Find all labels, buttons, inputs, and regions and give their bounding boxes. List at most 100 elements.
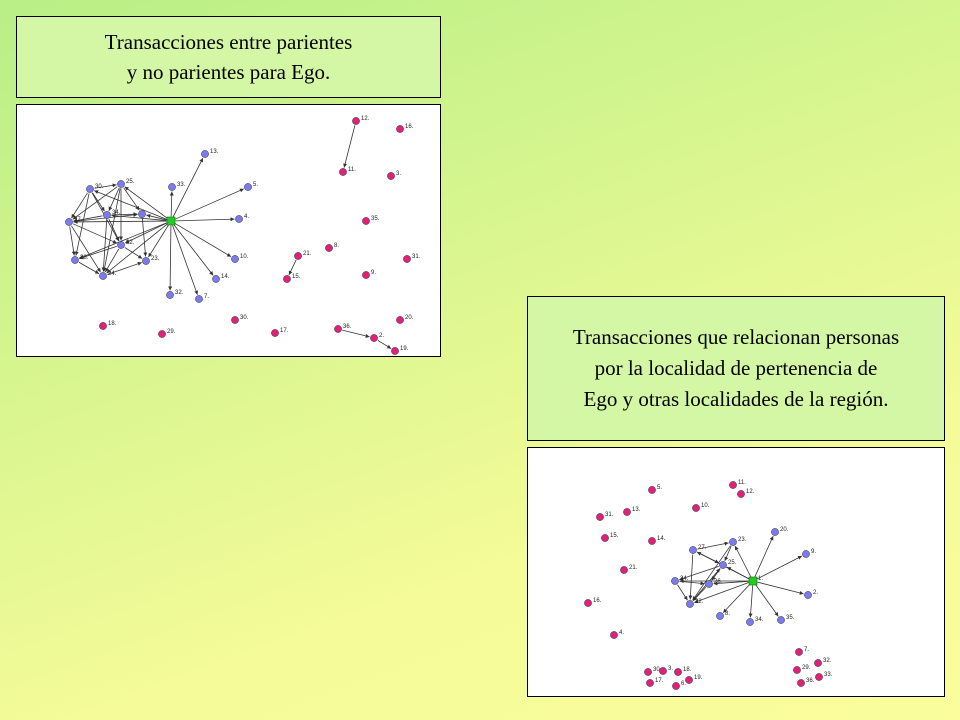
graph-node xyxy=(166,291,174,299)
graph-node xyxy=(746,618,754,626)
kin-network-graph: 13.5.4.10.14.7.32.33.30.25.34.27.22.28.2… xyxy=(65,116,421,355)
graph-node xyxy=(168,183,176,191)
graph-edge xyxy=(168,225,173,291)
graph-edge xyxy=(104,248,120,273)
graph-node xyxy=(325,244,333,252)
graph-node xyxy=(195,295,203,303)
caption-kin-line2: y no parientes para Ego. xyxy=(126,60,331,84)
graph-node xyxy=(802,550,810,558)
graph-edge xyxy=(102,188,121,272)
node-label: 23. xyxy=(151,256,160,262)
caption-locality-line1: Transacciones que relacionan personas xyxy=(572,325,900,349)
node-label: 30. xyxy=(653,667,662,673)
node-label: 11. xyxy=(738,480,746,486)
graph-edge xyxy=(174,188,245,220)
node-label: 18. xyxy=(108,321,117,327)
graph-node xyxy=(771,528,779,536)
graph-edge xyxy=(754,535,774,578)
graph-node xyxy=(294,252,302,260)
graph-node xyxy=(117,180,125,188)
graph-node xyxy=(339,168,347,176)
graph-node xyxy=(99,322,107,330)
graph-node xyxy=(793,666,801,674)
graph-edge xyxy=(72,186,118,220)
graph-node xyxy=(777,616,785,624)
graph-edge xyxy=(175,217,235,222)
graph-edge xyxy=(79,222,167,259)
node-label: 29. xyxy=(167,329,176,335)
node-label: 35. xyxy=(786,615,795,621)
graph-node xyxy=(231,255,239,263)
caption-kin-transactions: Transacciones entre parientes y no parie… xyxy=(16,16,441,98)
graph-edge xyxy=(174,222,232,258)
node-label: 22. xyxy=(126,240,135,246)
node-label: 16. xyxy=(593,598,602,604)
node-label: 18. xyxy=(683,667,692,673)
node-label: 15. xyxy=(610,533,619,539)
caption-kin-line1: Transacciones entre parientes xyxy=(104,30,353,54)
caption-locality-line2: por la localidad de pertenencia de xyxy=(594,356,878,380)
graph-edge xyxy=(92,192,105,212)
graph-edge xyxy=(722,583,751,614)
node-label: 7. xyxy=(204,294,209,300)
graph-node xyxy=(271,329,279,337)
graph-edge xyxy=(124,186,168,219)
node-label: 9. xyxy=(811,549,816,555)
locality-network-graph: 1.5.11.12.10.31.13.15.14.21.16.4.20.23.2… xyxy=(584,480,833,690)
node-label: 19. xyxy=(400,346,409,352)
graph-node xyxy=(719,561,727,569)
node-label: 20. xyxy=(780,527,789,533)
node-label: 30. xyxy=(95,184,104,190)
graph-edge xyxy=(343,125,356,168)
graph-edge xyxy=(108,187,120,212)
node-label: 33. xyxy=(177,182,186,188)
node-label: 33. xyxy=(824,672,833,678)
node-label: 28. xyxy=(80,255,89,261)
locality-network-panel: 1.5.11.12.10.31.13.15.14.21.16.4.20.23.2… xyxy=(527,447,945,697)
graph-edge xyxy=(172,157,204,218)
node-label: 13. xyxy=(210,149,219,155)
graph-node xyxy=(584,599,592,607)
graph-edge xyxy=(748,585,754,618)
node-label: 5. xyxy=(253,182,258,188)
graph-node xyxy=(648,486,656,494)
graph-node xyxy=(671,577,679,585)
graph-edge xyxy=(107,261,142,275)
node-label: 9. xyxy=(371,270,376,276)
graph-node xyxy=(65,218,73,226)
node-label: 7. xyxy=(804,647,809,653)
graph-node xyxy=(103,211,111,219)
graph-node xyxy=(672,682,680,690)
graph-node xyxy=(646,679,654,687)
graph-node xyxy=(705,580,713,588)
node-label: 8. xyxy=(725,611,730,617)
graph-node xyxy=(117,241,125,249)
graph-node xyxy=(334,325,342,333)
node-label: 10. xyxy=(240,254,249,260)
node-label: 19. xyxy=(694,675,703,681)
graph-node xyxy=(610,631,618,639)
graph-edge xyxy=(726,566,750,580)
node-label: 3. xyxy=(396,171,401,177)
graph-node xyxy=(692,504,700,512)
graph-node xyxy=(686,600,694,608)
node-label: 16. xyxy=(405,124,414,130)
node-label: 21. xyxy=(303,251,312,257)
node-label: 27. xyxy=(698,545,707,551)
node-label: 3. xyxy=(668,666,673,672)
graph-node xyxy=(804,591,812,599)
graph-node xyxy=(689,546,697,554)
graph-edge xyxy=(694,582,749,603)
graph-node xyxy=(729,481,737,489)
graph-edge xyxy=(78,261,100,275)
graph-edge xyxy=(69,226,76,256)
graph-node xyxy=(815,673,823,681)
graph-node xyxy=(396,125,404,133)
graph-edge xyxy=(756,555,803,580)
graph-node xyxy=(795,648,803,656)
node-label: 25. xyxy=(728,560,737,566)
node-label: 15. xyxy=(292,274,301,280)
graph-edge xyxy=(94,190,167,220)
graph-edge xyxy=(677,584,688,601)
graph-edge xyxy=(679,566,719,581)
